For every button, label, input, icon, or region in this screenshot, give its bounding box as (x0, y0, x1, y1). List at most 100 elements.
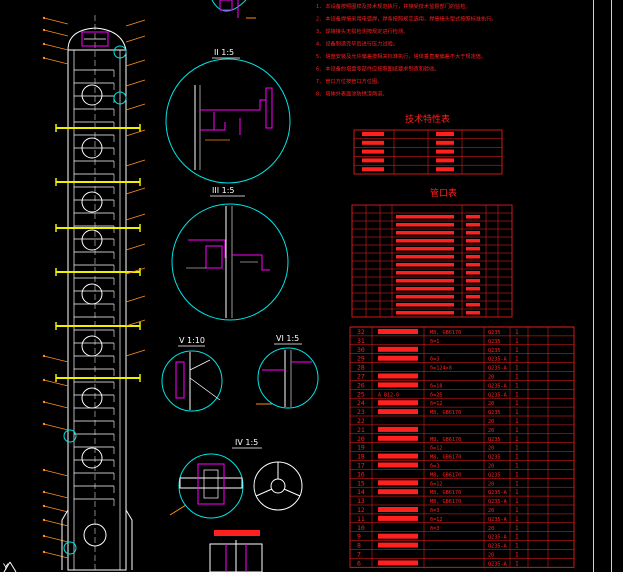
detail-VI-label: VI 1:5 (276, 334, 299, 343)
bom-qty: 1 (515, 507, 519, 514)
manhole-circle (81, 447, 103, 469)
nozzle-table-cell-fill (396, 239, 454, 243)
bom-qty: 1 (515, 338, 519, 345)
bom-material: Q235 (488, 472, 501, 478)
nozzle-table-cell-fill (466, 295, 480, 299)
tech-table-cell-fill (362, 167, 384, 172)
bom-material: Q235-A (488, 490, 508, 496)
leader-line (125, 35, 146, 43)
drawing-frame-line (593, 0, 594, 572)
bom-qty: 1 (515, 463, 519, 470)
manhole-circle (81, 387, 103, 409)
bom-code-fill (378, 373, 418, 379)
leader-line (125, 59, 146, 67)
leader-line (43, 17, 69, 25)
leader-line (43, 519, 69, 527)
leader-dot (42, 534, 46, 538)
technical-notes: 1. 本设备按照图样及技术规范执行，并接受技术监督部门的监检。2. 本设备焊接采… (316, 2, 497, 98)
bom-code-fill (378, 382, 418, 388)
ucs-icon: Y (2, 561, 17, 572)
note-line: 3. 焊接接头无损检测按规定进行检测。 (316, 27, 408, 35)
detail-III[interactable]: III 1:5 (171, 186, 289, 321)
leader-dot (42, 400, 46, 404)
bom-item-no: 11 (357, 515, 365, 523)
leader-line (43, 355, 69, 363)
bom-code-fill (378, 453, 418, 459)
note-line: 6. 本设备的塔盘零部件应按照图纸要求制造和验收。 (316, 65, 440, 73)
leader-dot (42, 550, 46, 554)
manhole-circle (81, 335, 103, 357)
tech-table-cell-fill (436, 167, 454, 172)
leader-line (125, 159, 146, 167)
bom-name: δ=12 (430, 401, 443, 407)
note-line: 8. 塔体外表面涂防锈漆两道。 (316, 90, 388, 98)
bom-material: 20 (488, 508, 494, 514)
column-shell (67, 49, 127, 571)
leader-line (43, 423, 69, 431)
bom-qty: 1 (515, 445, 519, 452)
bom-item-no: 12 (357, 506, 365, 514)
bom-qty: 1 (515, 374, 519, 381)
bom-item-no: 32 (357, 328, 365, 336)
leader-line (43, 551, 69, 559)
nozzle-table[interactable] (351, 204, 513, 318)
detail-VI[interactable]: VI 1:5 (256, 334, 319, 409)
bom-item-no: 13 (357, 497, 365, 505)
bom-spec: A B12-0 (378, 383, 399, 389)
bom-qty: 1 (515, 427, 519, 434)
detail-bottom-section[interactable] (209, 530, 263, 572)
bom-qty: 1 (515, 454, 519, 461)
tech-table-cell-fill (362, 132, 384, 136)
leader-dot (42, 518, 46, 522)
tech-table-cell-fill (362, 149, 384, 154)
nozzle-table-cell-fill (396, 279, 454, 283)
bom-item-no: 27 (357, 373, 365, 381)
manhole-circle (81, 84, 103, 106)
nozzle-table-cell-fill (466, 223, 480, 227)
bom-qty: 1 (515, 418, 519, 425)
nozzle-table-cell-fill (396, 247, 454, 251)
bottom-manhole (83, 523, 107, 547)
nozzle-table-cell-fill (466, 271, 480, 275)
bom-qty: 1 (515, 347, 519, 354)
bom-item-no: 24 (357, 399, 365, 407)
tech-table-cell-fill (436, 149, 454, 154)
bom-code-fill (378, 462, 418, 468)
bom-material: Q235-A (488, 544, 508, 550)
bom-name: M8, GB6170 (430, 437, 461, 443)
leader-line (43, 491, 69, 499)
detail-IV[interactable]: IV 1:5 (169, 438, 303, 519)
detail-top-partial[interactable] (211, 0, 256, 19)
bom-material: 20 (488, 419, 494, 425)
bom-qty: 1 (515, 356, 519, 363)
nozzle-table-cell-fill (396, 287, 454, 291)
bom-material: Q235 (488, 437, 501, 443)
bom-qty: 1 (515, 382, 519, 389)
detail-II[interactable]: II 1:5 (165, 48, 291, 184)
nozzle-table-cell-fill (466, 215, 480, 219)
bom-material: Q235-A (488, 535, 508, 541)
bom-material: 20 (488, 375, 494, 381)
note-line: 7. 管口方位按管口方位图。 (316, 77, 382, 85)
nozzle-table-cell-fill (396, 271, 454, 275)
tech-table-cell-fill (436, 140, 454, 145)
nozzle-table-cell-fill (466, 279, 480, 283)
nozzle-table-cell-fill (396, 231, 454, 235)
bom-material: 20 (488, 553, 494, 559)
leader-line (43, 43, 69, 51)
detail-V[interactable]: V 1:10 (161, 336, 223, 412)
bom-item-no: 23 (357, 408, 365, 416)
nozzle-table-cell-fill (396, 311, 454, 315)
leader-line (125, 103, 146, 111)
bom-material: 20 (488, 481, 494, 487)
nozzle-table-cell-fill (466, 287, 480, 291)
column-elevation[interactable] (42, 15, 146, 571)
leader-line (43, 535, 69, 543)
bom-material: Q235-A (488, 499, 508, 505)
bom-item-no: 25 (357, 390, 365, 398)
technical-characteristics-table[interactable] (353, 129, 503, 175)
bom-qty: 1 (515, 552, 519, 559)
bom-item-no: 9 (357, 533, 361, 541)
